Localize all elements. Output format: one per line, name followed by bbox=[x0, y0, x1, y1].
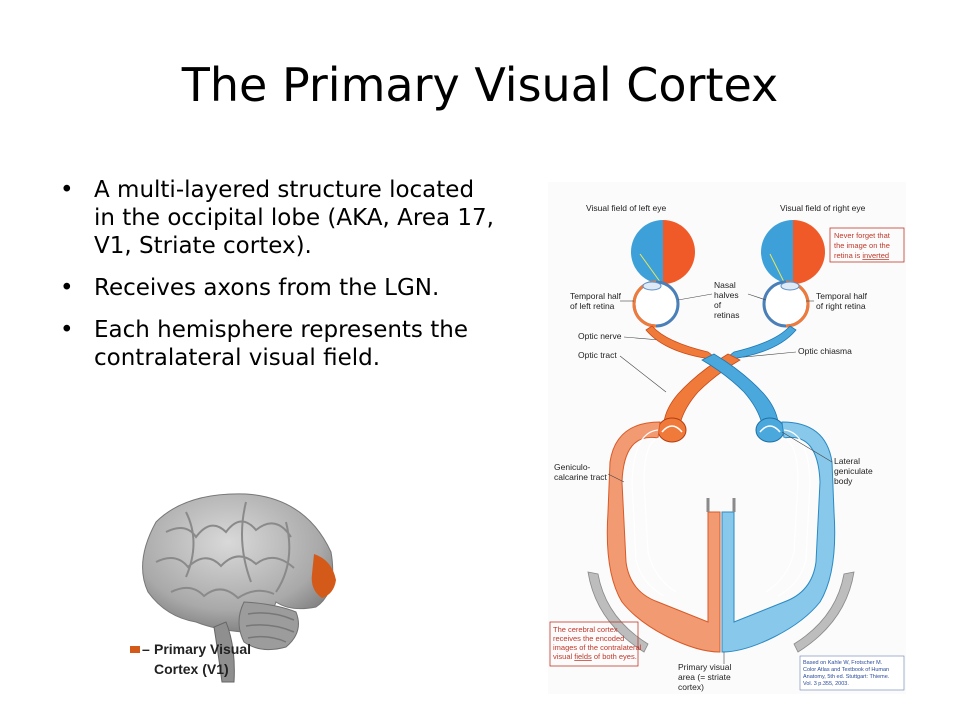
legend-label-line1: Primary Visual bbox=[154, 641, 251, 657]
note-box bbox=[829, 227, 905, 263]
right-optic-tract-shape bbox=[701, 353, 779, 425]
cortex-note-4a: visual bbox=[553, 652, 574, 661]
label-primary-2: area (= striate bbox=[678, 672, 731, 682]
left-eye bbox=[632, 280, 680, 328]
label-left-eye-field: Visual field of left eye bbox=[586, 203, 666, 213]
source-line-4: Vol. 3 p.355, 2003. bbox=[803, 681, 849, 687]
note-line-3a: retina is bbox=[834, 251, 862, 260]
label-optic-tract: Optic tract bbox=[578, 350, 617, 360]
right-optic-nerve-shape bbox=[722, 325, 797, 361]
bullet-text: Each hemisphere represents the contralat… bbox=[94, 317, 468, 371]
note-line-2: the image on the bbox=[834, 241, 890, 250]
note-line-3: retina is inverted bbox=[834, 251, 889, 260]
cortex-note-line-4: visual fields of both eyes. bbox=[553, 652, 637, 661]
slide-title: The Primary Visual Cortex bbox=[181, 58, 779, 112]
left-optic-radiation bbox=[606, 421, 721, 653]
right-lgn bbox=[755, 417, 785, 443]
right-cortex-fold bbox=[793, 571, 855, 653]
brain-illustration: – Primary Visual Cortex (V1) bbox=[130, 493, 336, 683]
cerebellum-folia-lines bbox=[245, 612, 295, 643]
bullet-dot-icon: • bbox=[60, 177, 74, 203]
bullet-item: • A multi-layered structure located in th… bbox=[58, 176, 498, 260]
legend-dash: – bbox=[142, 641, 150, 657]
bullet-item: • Each hemisphere represents the contrala… bbox=[58, 316, 498, 372]
label-lateral-2: geniculate bbox=[834, 466, 873, 476]
label-nasal-2: halves bbox=[714, 290, 739, 300]
note-line-1: Never forget that bbox=[834, 231, 891, 240]
cortex-note-line-2: receives the encoded bbox=[553, 634, 624, 643]
label-geniculo-1: Geniculo- bbox=[554, 462, 591, 472]
brain-gyri-lines bbox=[155, 501, 295, 600]
right-eye bbox=[762, 280, 810, 328]
legend-swatch bbox=[130, 646, 140, 653]
cortex-note-4b: fields bbox=[574, 652, 592, 661]
bullet-text: A multi-layered structure located in the… bbox=[94, 177, 494, 259]
label-optic-chiasma: Optic chiasma bbox=[798, 346, 852, 356]
right-radiation-lines bbox=[765, 429, 811, 597]
cortex-note-4c: of both eyes. bbox=[592, 652, 637, 661]
source-line-1: Based on Kahle W, Frotscher M. bbox=[803, 660, 883, 666]
legend-label-line2: Cortex (V1) bbox=[154, 661, 229, 677]
left-radiation-lines bbox=[631, 429, 677, 597]
note-line-3b: inverted bbox=[862, 251, 889, 260]
source-line-3: Anatomy, 5th ed. Stuttgart: Thieme. bbox=[803, 674, 890, 680]
label-primary-3: cortex) bbox=[678, 682, 704, 692]
right-optic-radiation bbox=[721, 421, 836, 653]
label-lateral-3: body bbox=[834, 476, 853, 486]
left-cortex-fold bbox=[587, 571, 649, 653]
source-box bbox=[799, 655, 905, 691]
brainstem-shape bbox=[213, 621, 235, 683]
right-visual-field bbox=[761, 220, 825, 291]
label-temporal-right-1: Temporal half bbox=[816, 291, 868, 301]
label-primary-1: Primary visual bbox=[678, 662, 731, 672]
bullet-dot-icon: • bbox=[60, 317, 74, 343]
bullet-text: Receives axons from the LGN. bbox=[94, 275, 440, 301]
cortex-note-line-3: images of the contralateral bbox=[553, 643, 642, 652]
label-nasal-1: Nasal bbox=[714, 280, 736, 290]
label-lateral-1: Lateral bbox=[834, 456, 860, 466]
left-visual-field bbox=[631, 220, 695, 291]
label-nasal-3: of bbox=[714, 300, 722, 310]
cortex-note-line-1: The cerebral cortex bbox=[553, 625, 618, 634]
label-temporal-right-2: of right retina bbox=[816, 301, 866, 311]
label-right-eye-field: Visual field of right eye bbox=[780, 203, 866, 213]
bullet-item: • Receives axons from the LGN. bbox=[58, 274, 498, 302]
label-nasal-4: retinas bbox=[714, 310, 740, 320]
bullet-dot-icon: • bbox=[60, 275, 74, 301]
label-geniculo-2: calcarine tract bbox=[554, 472, 608, 482]
brain-hemisphere-shape bbox=[142, 493, 334, 633]
midline-cortex bbox=[706, 498, 736, 512]
cortex-note-box bbox=[549, 621, 639, 667]
left-optic-nerve-shape bbox=[645, 325, 720, 361]
bullet-list: • A multi-layered structure located in th… bbox=[58, 176, 498, 386]
label-optic-nerve: Optic nerve bbox=[578, 331, 622, 341]
source-line-2: Color Atlas and Textbook of Human bbox=[803, 667, 889, 673]
label-temporal-left-2: of left retina bbox=[570, 301, 615, 311]
label-temporal-left-1: Temporal half bbox=[570, 291, 622, 301]
left-lgn bbox=[657, 417, 687, 443]
v1-highlight-region bbox=[311, 554, 336, 598]
visual-pathway-diagram: Visual field of left eye Visual field of… bbox=[548, 182, 906, 694]
